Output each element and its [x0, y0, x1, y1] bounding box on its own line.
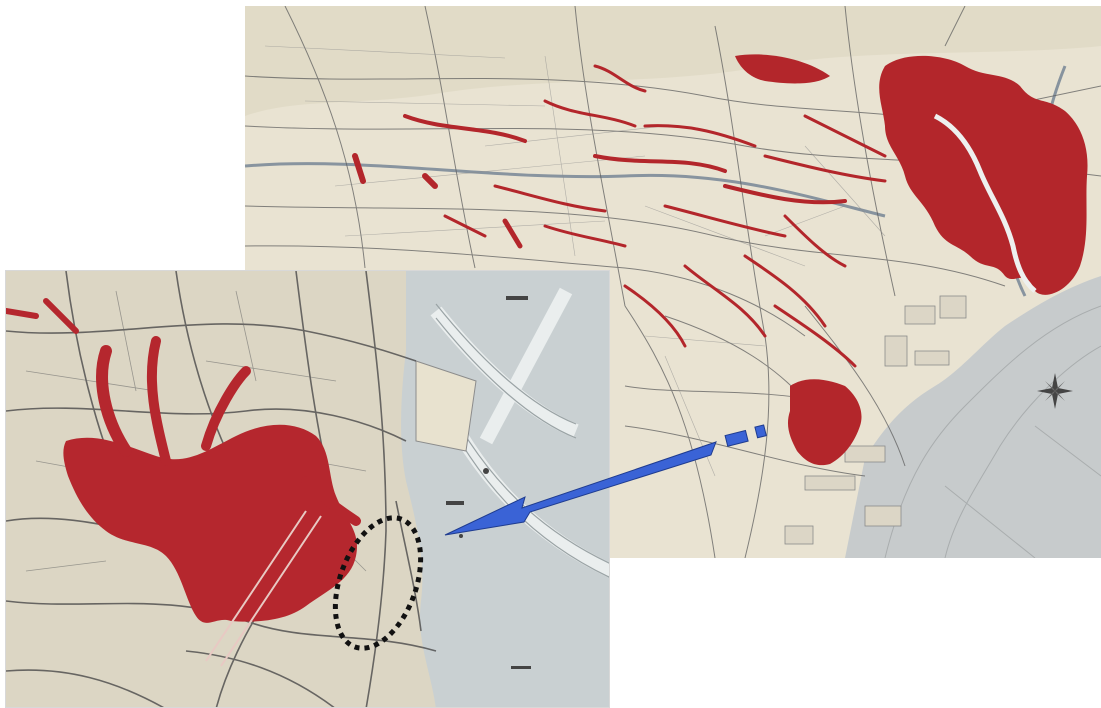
inset-map: [5, 270, 610, 708]
main-map-river-channel: [933, 113, 1037, 293]
main-map-hills: [245, 6, 1101, 116]
inset-map-rail-lines: [205, 510, 322, 667]
main-map-port-blocks: [784, 295, 967, 545]
main-map-highlight-south: [787, 379, 862, 466]
compass-rose-icon: [1037, 373, 1073, 409]
main-map-bay-contours: [884, 305, 1101, 558]
inset-map-canvas: [6, 271, 609, 707]
main-map-highlight-valleys: [352, 64, 887, 368]
main-map-highlight-north: [735, 54, 830, 84]
main-map-minor-roads: [264, 45, 886, 477]
